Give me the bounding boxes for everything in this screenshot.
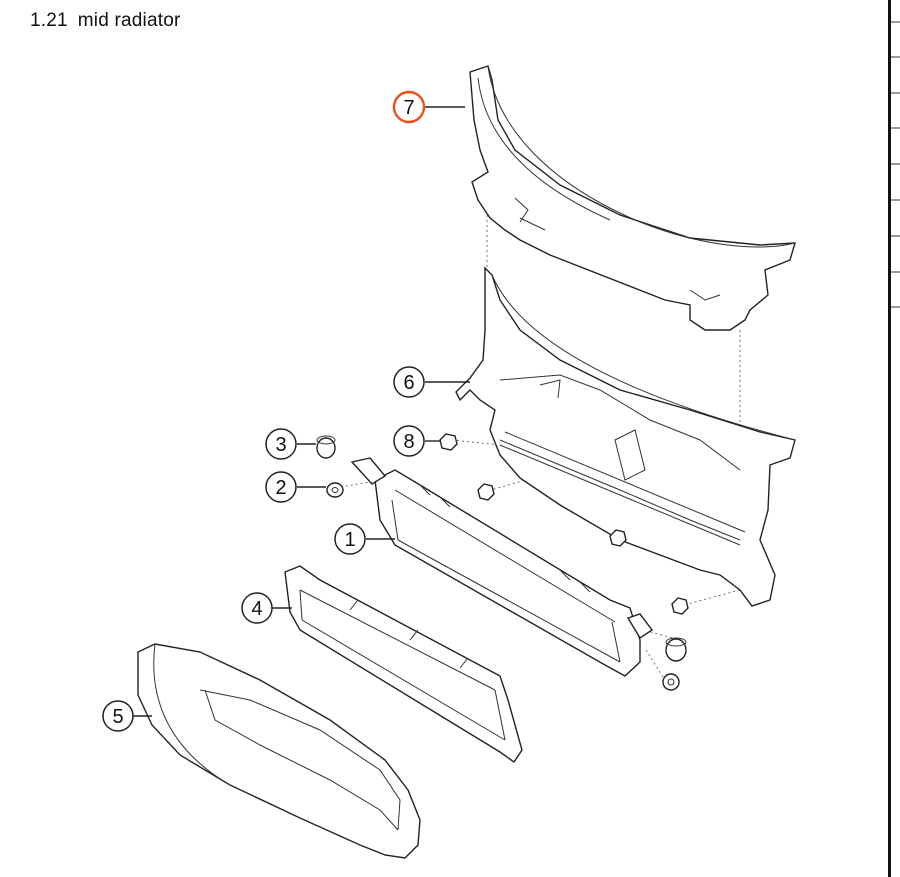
part-7-cover[interactable]: [469, 65, 796, 331]
part-8-nuts[interactable]: [439, 433, 689, 615]
svg-text:3: 3: [275, 434, 286, 456]
right-edge-panel: [888, 0, 900, 877]
part-1-radiator[interactable]: [350, 457, 654, 677]
svg-text:2: 2: [275, 477, 286, 499]
callout-4[interactable]: 4: [241, 592, 273, 624]
svg-text:4: 4: [251, 598, 262, 620]
callout-3[interactable]: 3: [265, 428, 297, 460]
part-4-frame[interactable]: [284, 565, 523, 763]
callout-8[interactable]: 8: [393, 425, 425, 457]
callout-6[interactable]: 6: [393, 366, 425, 398]
part-6-shroud[interactable]: [455, 266, 796, 607]
part-3-bushing[interactable]: [316, 435, 687, 662]
svg-text:5: 5: [112, 706, 123, 728]
callout-5[interactable]: 5: [102, 700, 134, 732]
svg-text:6: 6: [403, 372, 414, 394]
part-2-washer[interactable]: [326, 482, 680, 691]
leader-lines: [133, 106, 470, 717]
svg-text:8: 8: [403, 431, 414, 453]
page-title: 1.21 mid radiator: [30, 10, 181, 32]
section-number: 1.21: [30, 10, 68, 31]
section-title: mid radiator: [77, 10, 181, 31]
callout-1[interactable]: 1: [334, 523, 366, 555]
svg-text:1: 1: [344, 529, 355, 551]
svg-text:7: 7: [403, 97, 414, 119]
callout-7[interactable]: 7: [392, 90, 426, 124]
part-5-bezel[interactable]: [137, 643, 421, 859]
callout-2[interactable]: 2: [265, 471, 297, 503]
